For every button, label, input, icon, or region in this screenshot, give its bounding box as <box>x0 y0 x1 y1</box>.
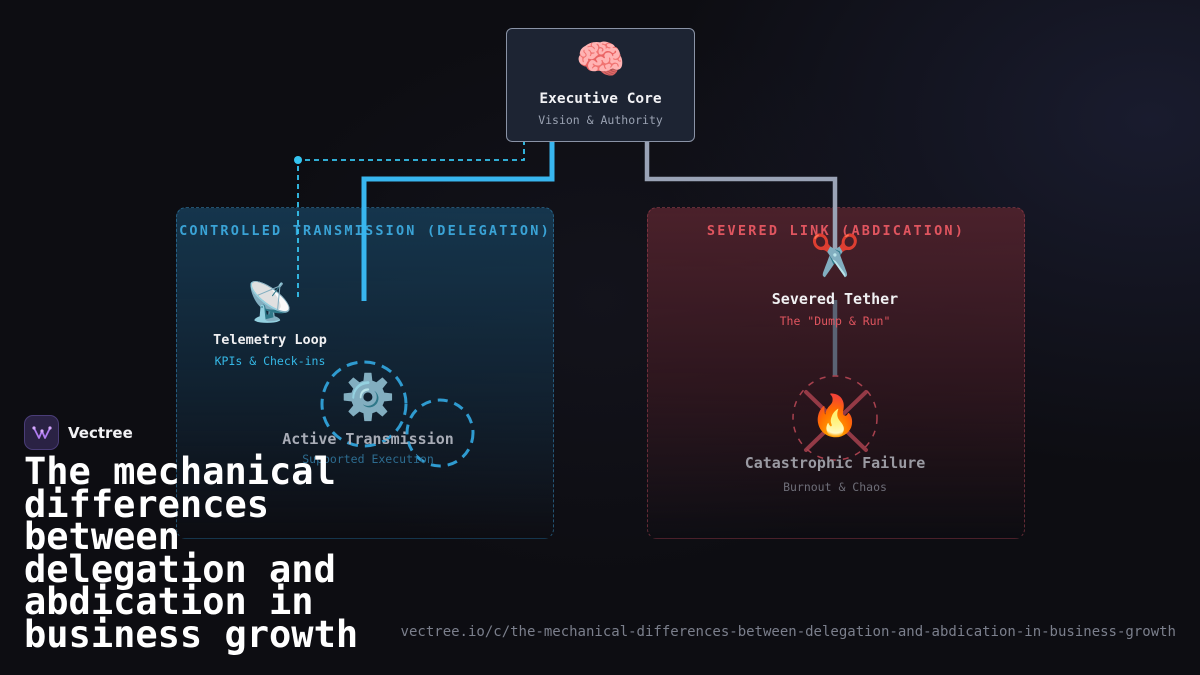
telemetry-junction-dot <box>294 156 302 164</box>
failure-cross-icon <box>804 390 868 452</box>
brain-icon: 🧠 <box>575 37 626 83</box>
telemetry-title: Telemetry Loop <box>213 332 327 348</box>
telemetry-subtitle: KPIs & Check-ins <box>214 354 326 368</box>
brand: Vectree <box>24 415 133 450</box>
headline: The mechanical differences between deleg… <box>24 450 359 656</box>
scissors-icon: ✂️ <box>810 233 860 279</box>
gear-ring-small <box>405 398 475 468</box>
transmission-subtitle: Supported Execution <box>302 452 434 466</box>
transmission-node: ⚙️ Active Transmission Supported Executi… <box>268 372 468 466</box>
transmission-title: Active Transmission <box>282 430 454 448</box>
vectree-logo-icon <box>24 415 59 450</box>
executive-core-subtitle: Vision & Authority <box>538 113 663 127</box>
tether-title: Severed Tether <box>771 290 899 308</box>
tether-subtitle: The "Dump & Run" <box>779 314 891 328</box>
failure-ring <box>792 375 878 461</box>
telemetry-node: 📡 Telemetry Loop KPIs & Check-ins <box>200 280 340 368</box>
brand-name: Vectree <box>68 423 133 442</box>
article-url[interactable]: vectree.io/c/the-mechanical-differences-… <box>400 624 1176 640</box>
failure-title: Catastrophic Failure <box>744 454 926 472</box>
gear-icon: ⚙️ <box>340 372 396 423</box>
telemetry-loop-line <box>297 140 525 300</box>
failure-subtitle: Burnout & Chaos <box>783 480 887 494</box>
failure-node: 🔥 Catastrophic Failure Burnout & Chaos <box>735 392 935 494</box>
gear-ring-large <box>320 360 408 448</box>
fire-icon: 🔥 <box>810 393 860 439</box>
delegation-wire <box>361 140 555 301</box>
executive-core-title: Executive Core <box>539 91 662 107</box>
executive-core-box: 🧠 Executive Core Vision & Authority <box>506 28 695 142</box>
tether-node: ✂️ Severed Tether The "Dump & Run" <box>750 232 920 328</box>
satellite-dish-icon: 📡 <box>246 280 294 324</box>
abdication-wire <box>644 140 838 258</box>
